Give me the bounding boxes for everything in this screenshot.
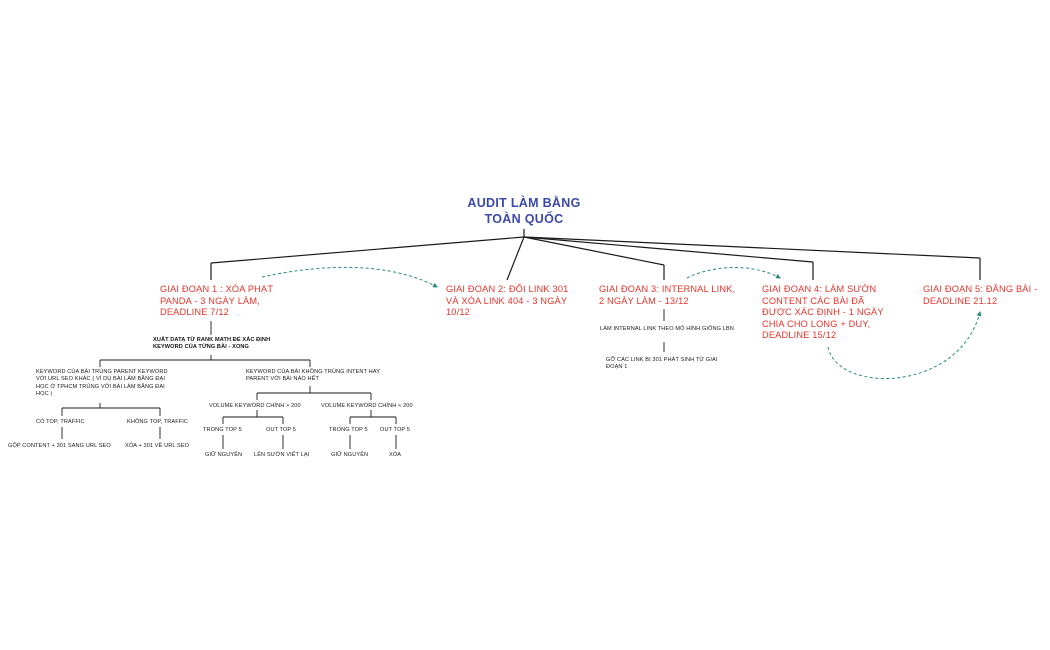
stage1-has-top: CÓ TOP, TRAFFIC bbox=[36, 419, 85, 425]
dependency-arrows bbox=[261, 266, 982, 380]
dependency-arrow-stage1-to-stage2 bbox=[261, 266, 438, 288]
connector-root-stage2 bbox=[506, 236, 525, 281]
stage1-vol-high-out-top: OUT TOP 5 bbox=[266, 427, 297, 433]
connector-root-stage5 bbox=[523, 236, 981, 259]
stage1-vol-low-in-top: TRONG TOP 5 bbox=[329, 427, 368, 433]
stage1-no-top: KHÔNG TOP, TRAFFIC bbox=[127, 419, 189, 425]
stage-3-label: GIAI ĐOẠN 3: INTERNAL LINK, 2 NGÀY LÀM -… bbox=[599, 284, 736, 306]
stage1-left-branch: KEYWORD CỦA BÀI TRÙNG PARENT KEYWORD VỚI… bbox=[36, 369, 168, 397]
stage-1-label: GIAI ĐOẠN 1 : XÓA PHẠT PANDA - 3 NGÀY LÀ… bbox=[160, 284, 273, 317]
stage3-remove-301-step: GỠ CÁC LINK BỊ 301 PHÁT SINH TỪ GIAI ĐOẠ… bbox=[606, 357, 718, 371]
stage1-right-branch: KEYWORD CỦA BÀI KHÔNG TRÙNG INTENT HAY P… bbox=[246, 369, 380, 383]
connector-root-stage3 bbox=[523, 236, 665, 266]
stage3-internal-link-step: LÀM INTERNAL LINK THEO MÔ HÌNH GIỐNG LBN bbox=[600, 326, 734, 332]
stage1-vol-high-out-action: LÊN SƯỜN VIẾT LẠI bbox=[254, 452, 310, 458]
connector-root-stage4 bbox=[523, 236, 814, 263]
stage-2-label: GIAI ĐOẠN 2: ĐỔI LINK 301 VÀ XÓA LINK 40… bbox=[446, 284, 569, 317]
stage1-vol-high-in-top: TRONG TOP 5 bbox=[203, 427, 242, 433]
stage1-vol-low-in-action: GIỮ NGUYÊN bbox=[331, 452, 369, 458]
stage1-no-top-action: XÓA + 301 VỀ URL SEO bbox=[125, 443, 190, 449]
dependency-arrow-stage4-to-stage5 bbox=[827, 311, 982, 380]
stage1-vol-low-out-top: OUT TOP 5 bbox=[380, 427, 411, 433]
stage1-vol-low-out-action: XÓA bbox=[389, 452, 402, 458]
diagram-title: AUDIT LÀM BẰNG TOÀN QUỐC bbox=[467, 196, 581, 227]
stage1-export-step: XUẤT DATA TỪ RANK MATH ĐỂ XÁC ĐỊNH KEYWO… bbox=[153, 337, 271, 351]
stage1-has-top-action: GỘP CONTENT + 301 SANG URL SEO bbox=[8, 443, 111, 449]
stage1-vol-high-in-action: GIỮ NGUYÊN bbox=[205, 452, 243, 458]
dependency-arrow-stage3-to-stage4 bbox=[686, 267, 781, 279]
stage1-vol-high: VOLUME KEYWORD CHÍNH > 200 bbox=[209, 403, 301, 409]
stage-5-label: GIAI ĐOẠN 5: ĐĂNG BÀI - DEADLINE 21.12 bbox=[923, 284, 1038, 306]
root-connectors bbox=[210, 229, 981, 281]
stage1-connectors bbox=[61, 321, 397, 449]
stage-4-label: GIAI ĐOẠN 4: LÀM SƯỜN CONTENT CÁC BÀI ĐÃ… bbox=[762, 284, 884, 340]
connector-root-stage1 bbox=[210, 236, 525, 264]
stage1-vol-low: VOLUME KEYWORD CHÍNH < 200 bbox=[321, 403, 413, 409]
